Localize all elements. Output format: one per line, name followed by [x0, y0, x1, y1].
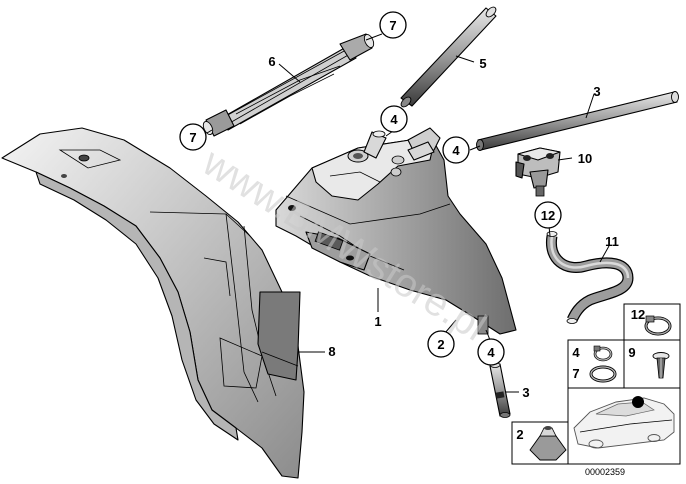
expanding-rivet-icon — [652, 352, 670, 379]
callout-7-top: 7 — [379, 11, 407, 39]
washer-pump-10 — [515, 147, 561, 197]
inset-label-4: 4 — [572, 345, 580, 360]
location-marker-icon — [632, 396, 644, 408]
callout-12: 12 — [534, 201, 562, 229]
inset-box-nut: 2 — [511, 421, 569, 465]
wheel-arch-liner — [1, 127, 305, 479]
inset-box-clamp: 12 — [623, 303, 681, 343]
svg-text:12: 12 — [541, 208, 555, 223]
label-3-top: 3 — [593, 84, 600, 99]
svg-text:4: 4 — [452, 143, 460, 158]
label-8: 8 — [328, 344, 335, 359]
small-clamp-icon — [593, 345, 613, 362]
svg-text:2: 2 — [437, 337, 444, 352]
callout-7-left: 7 — [179, 123, 207, 151]
car-silhouette-icon — [573, 396, 675, 449]
label-11: 11 — [605, 234, 619, 249]
inset-label-12: 12 — [631, 307, 645, 322]
label-6: 6 — [268, 54, 275, 69]
inset-box-car — [567, 387, 681, 465]
hose-11 — [545, 231, 634, 324]
svg-text:7: 7 — [189, 130, 196, 145]
callout-2: 2 — [427, 330, 455, 358]
reservoir-pump-outlet — [363, 130, 387, 159]
nut-icon — [529, 426, 567, 461]
svg-text:4: 4 — [390, 112, 398, 127]
callout-4-bottom: 4 — [477, 338, 505, 366]
inset-label-2: 2 — [516, 427, 523, 442]
svg-text:4: 4 — [487, 345, 495, 360]
hose-bundle-6 — [202, 33, 375, 137]
hose-3-top — [476, 91, 679, 151]
label-10: 10 — [578, 151, 592, 166]
label-1: 1 — [374, 314, 381, 329]
callout-4-top: 4 — [380, 105, 408, 133]
reference-number: 00002359 — [585, 467, 625, 477]
inset-box-clamps-pin: 4 7 9 — [567, 339, 681, 389]
label-3-bottom: 3 — [522, 385, 529, 400]
inset-label-9: 9 — [628, 345, 635, 360]
hose-3-bottom — [489, 362, 511, 418]
label-5: 5 — [479, 56, 486, 71]
reservoir-right-fitting — [391, 141, 435, 165]
svg-text:7: 7 — [389, 18, 396, 33]
callout-4-right: 4 — [442, 136, 470, 164]
hose-5 — [400, 6, 497, 108]
large-clamp-icon — [589, 365, 617, 383]
hose-clamp-icon — [644, 315, 672, 336]
washer-fluid-reservoir — [275, 127, 517, 335]
inset-label-7: 7 — [572, 366, 579, 381]
